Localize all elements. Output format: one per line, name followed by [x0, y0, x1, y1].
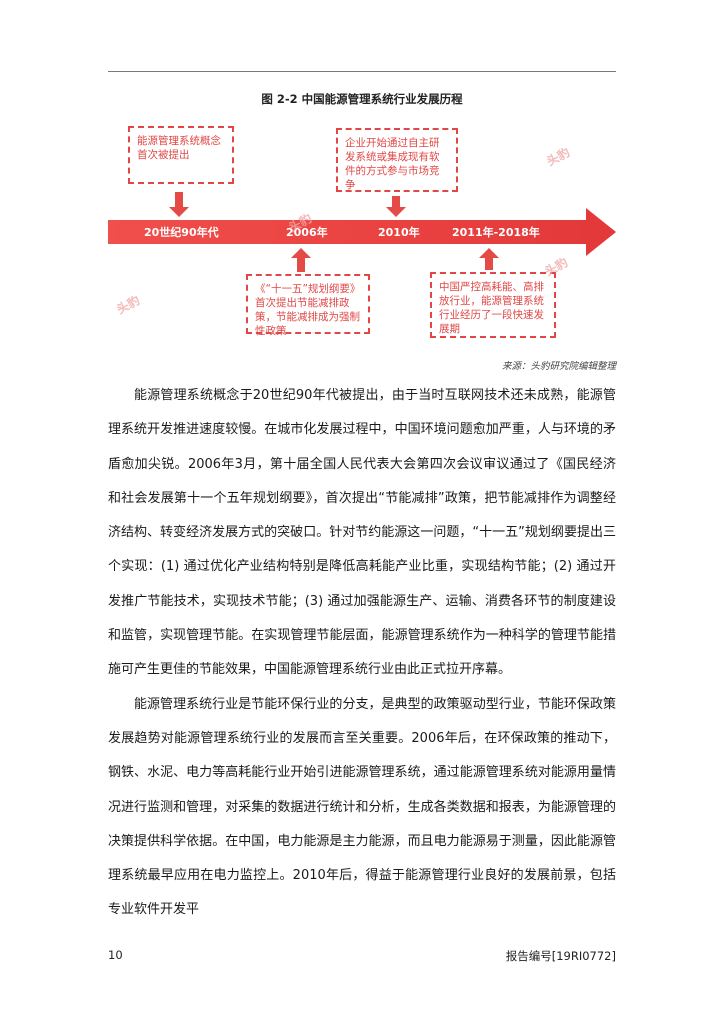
figure-title: 图 2-2 中国能源管理系统行业发展历程	[261, 92, 463, 106]
arrow-up-2006	[291, 248, 311, 272]
note-2006: 《“十一五”规划纲要》首次提出节能减排政策，节能减排成为强制性政策	[246, 274, 370, 337]
timeline-label-2011-2018: 2011年-2018年	[452, 226, 540, 239]
timeline-label-2010: 2010年	[378, 226, 420, 239]
note-2011-2018: 中国严控高耗能、高排放行业，能源管理系统行业经历了一段快速发展期	[430, 272, 556, 338]
timeline-arrowhead	[586, 208, 616, 256]
timeline-label-2006: 2006年	[286, 226, 328, 239]
paragraph-1: 能源管理系统概念于20世纪90年代被提出，由于当时互联网技术还未成熟，能源管理系…	[108, 388, 616, 678]
watermark-logo: 头豹	[544, 145, 573, 169]
paragraph-2: 能源管理系统行业是节能环保行业的分支，是典型的政策驱动型行业，节能环保政策发展趋…	[108, 696, 616, 918]
page-number: 10	[108, 948, 123, 962]
figure-source: 来源：头豹研究院编辑整理	[501, 361, 616, 372]
body-text: 能源管理系统概念于20世纪90年代被提出，由于当时互联网技术还未成熟，能源管理系…	[108, 379, 616, 928]
note-2010: 企业开始通过自主研发系统或集成现有软件的方式参与市场竞争	[336, 128, 458, 192]
timeline-bar	[108, 220, 588, 244]
note-1990s: 能源管理系统概念首次被提出	[128, 126, 234, 184]
watermark-logo: 头豹	[114, 293, 143, 317]
timeline-label-1990s: 20世纪90年代	[144, 226, 219, 239]
arrow-down-2010	[386, 196, 406, 218]
report-id: 报告编号[19RI0772]	[505, 949, 616, 963]
arrow-down-1990s	[169, 192, 189, 218]
arrow-up-2011	[479, 248, 499, 270]
timeline-figure: 能源管理系统概念首次被提出 企业开始通过自主研发系统或集成现有软件的方式参与市场…	[108, 118, 616, 348]
header-rule	[108, 71, 616, 72]
